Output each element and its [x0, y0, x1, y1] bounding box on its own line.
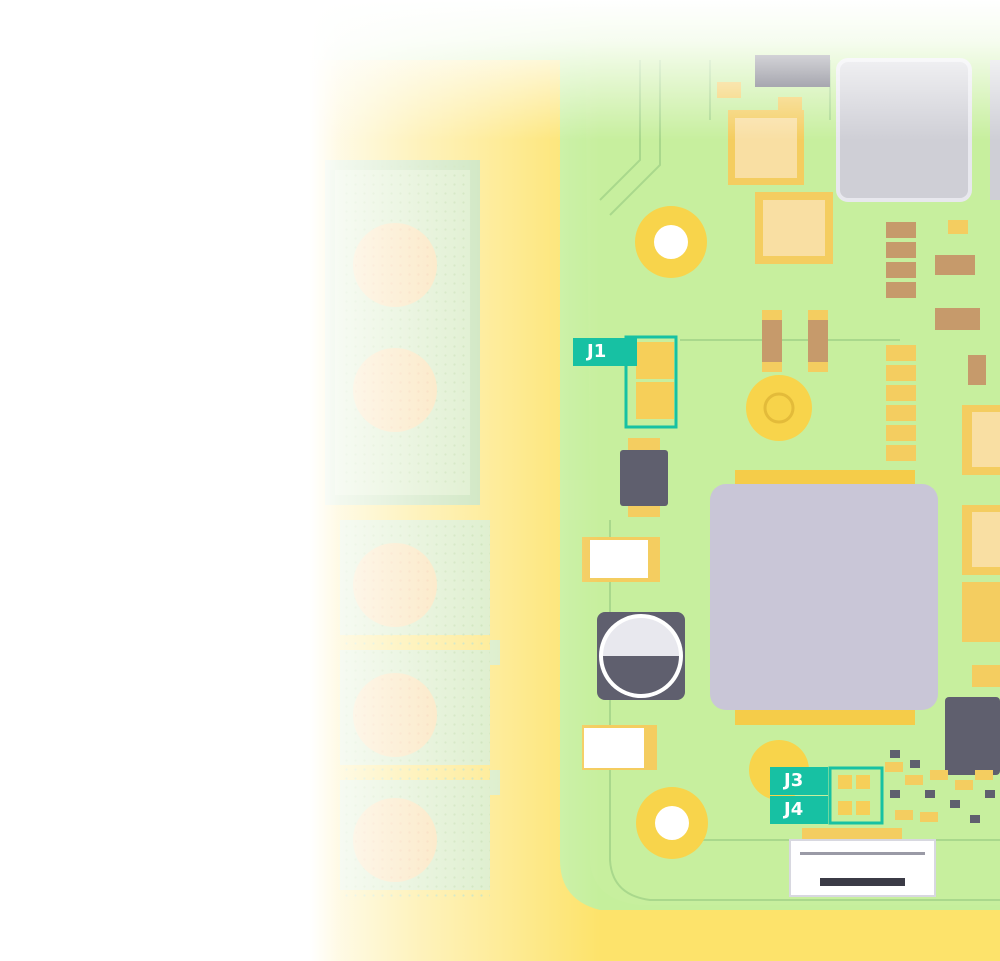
secondary-chip	[945, 697, 1000, 775]
j4-label: J4	[770, 796, 828, 824]
electrolytic-capacitor	[597, 612, 685, 700]
j3-pad	[856, 775, 870, 789]
main-chip	[710, 484, 938, 710]
mounting-hole	[635, 206, 707, 278]
mounting-hole	[746, 375, 812, 441]
j4-pad	[838, 801, 852, 815]
mounting-hole	[636, 787, 708, 859]
diode	[620, 450, 668, 506]
j1-label: J1	[573, 338, 637, 366]
j1-pad	[636, 342, 674, 379]
j1-pad	[636, 382, 674, 419]
j3-label: J3	[770, 767, 828, 795]
j4-pad	[856, 801, 870, 815]
j3-pad	[838, 775, 852, 789]
